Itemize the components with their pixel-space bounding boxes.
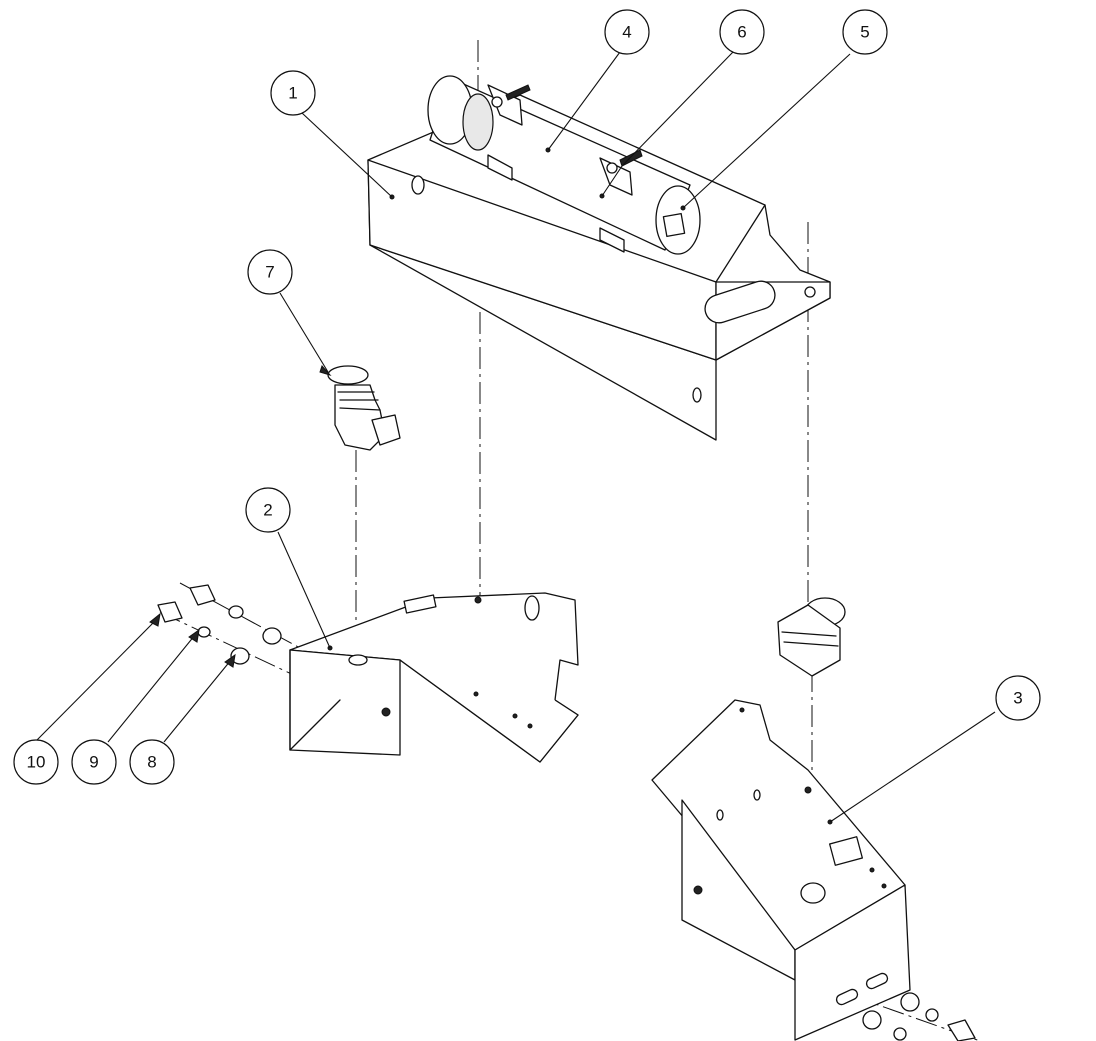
hardware-right bbox=[862, 992, 976, 1041]
callout-8-label: 8 bbox=[147, 753, 156, 772]
part-7-push-button bbox=[327, 365, 401, 451]
callout-4: 4 bbox=[604, 9, 650, 55]
callout-10: 10 bbox=[13, 739, 59, 785]
callout-1-label: 1 bbox=[288, 84, 297, 103]
parts-8-9-10-hardware-left bbox=[157, 584, 282, 665]
callout-3-label: 3 bbox=[1013, 689, 1022, 708]
callout-6-label: 6 bbox=[737, 23, 746, 42]
callout-2-label: 2 bbox=[263, 501, 272, 520]
part-6-clamps bbox=[487, 84, 643, 253]
part-4-cylinder bbox=[427, 75, 701, 255]
callout-7: 7 bbox=[247, 249, 293, 295]
callout-8: 8 bbox=[129, 739, 175, 785]
callout-2: 2 bbox=[245, 487, 291, 533]
push-button-right bbox=[777, 597, 846, 677]
callout-10-label: 10 bbox=[27, 753, 46, 772]
callout-6: 6 bbox=[719, 9, 765, 55]
leader-lines bbox=[36, 51, 996, 823]
callout-9: 9 bbox=[71, 739, 117, 785]
callout-1: 1 bbox=[270, 70, 316, 116]
part-3-bracket bbox=[651, 699, 911, 1041]
callout-3: 3 bbox=[995, 675, 1041, 721]
part-2-bracket bbox=[289, 592, 579, 763]
callout-9-label: 9 bbox=[89, 753, 98, 772]
callout-4-label: 4 bbox=[622, 23, 631, 42]
callout-5-label: 5 bbox=[860, 23, 869, 42]
callout-5: 5 bbox=[842, 9, 888, 55]
callout-7-label: 7 bbox=[265, 263, 274, 282]
